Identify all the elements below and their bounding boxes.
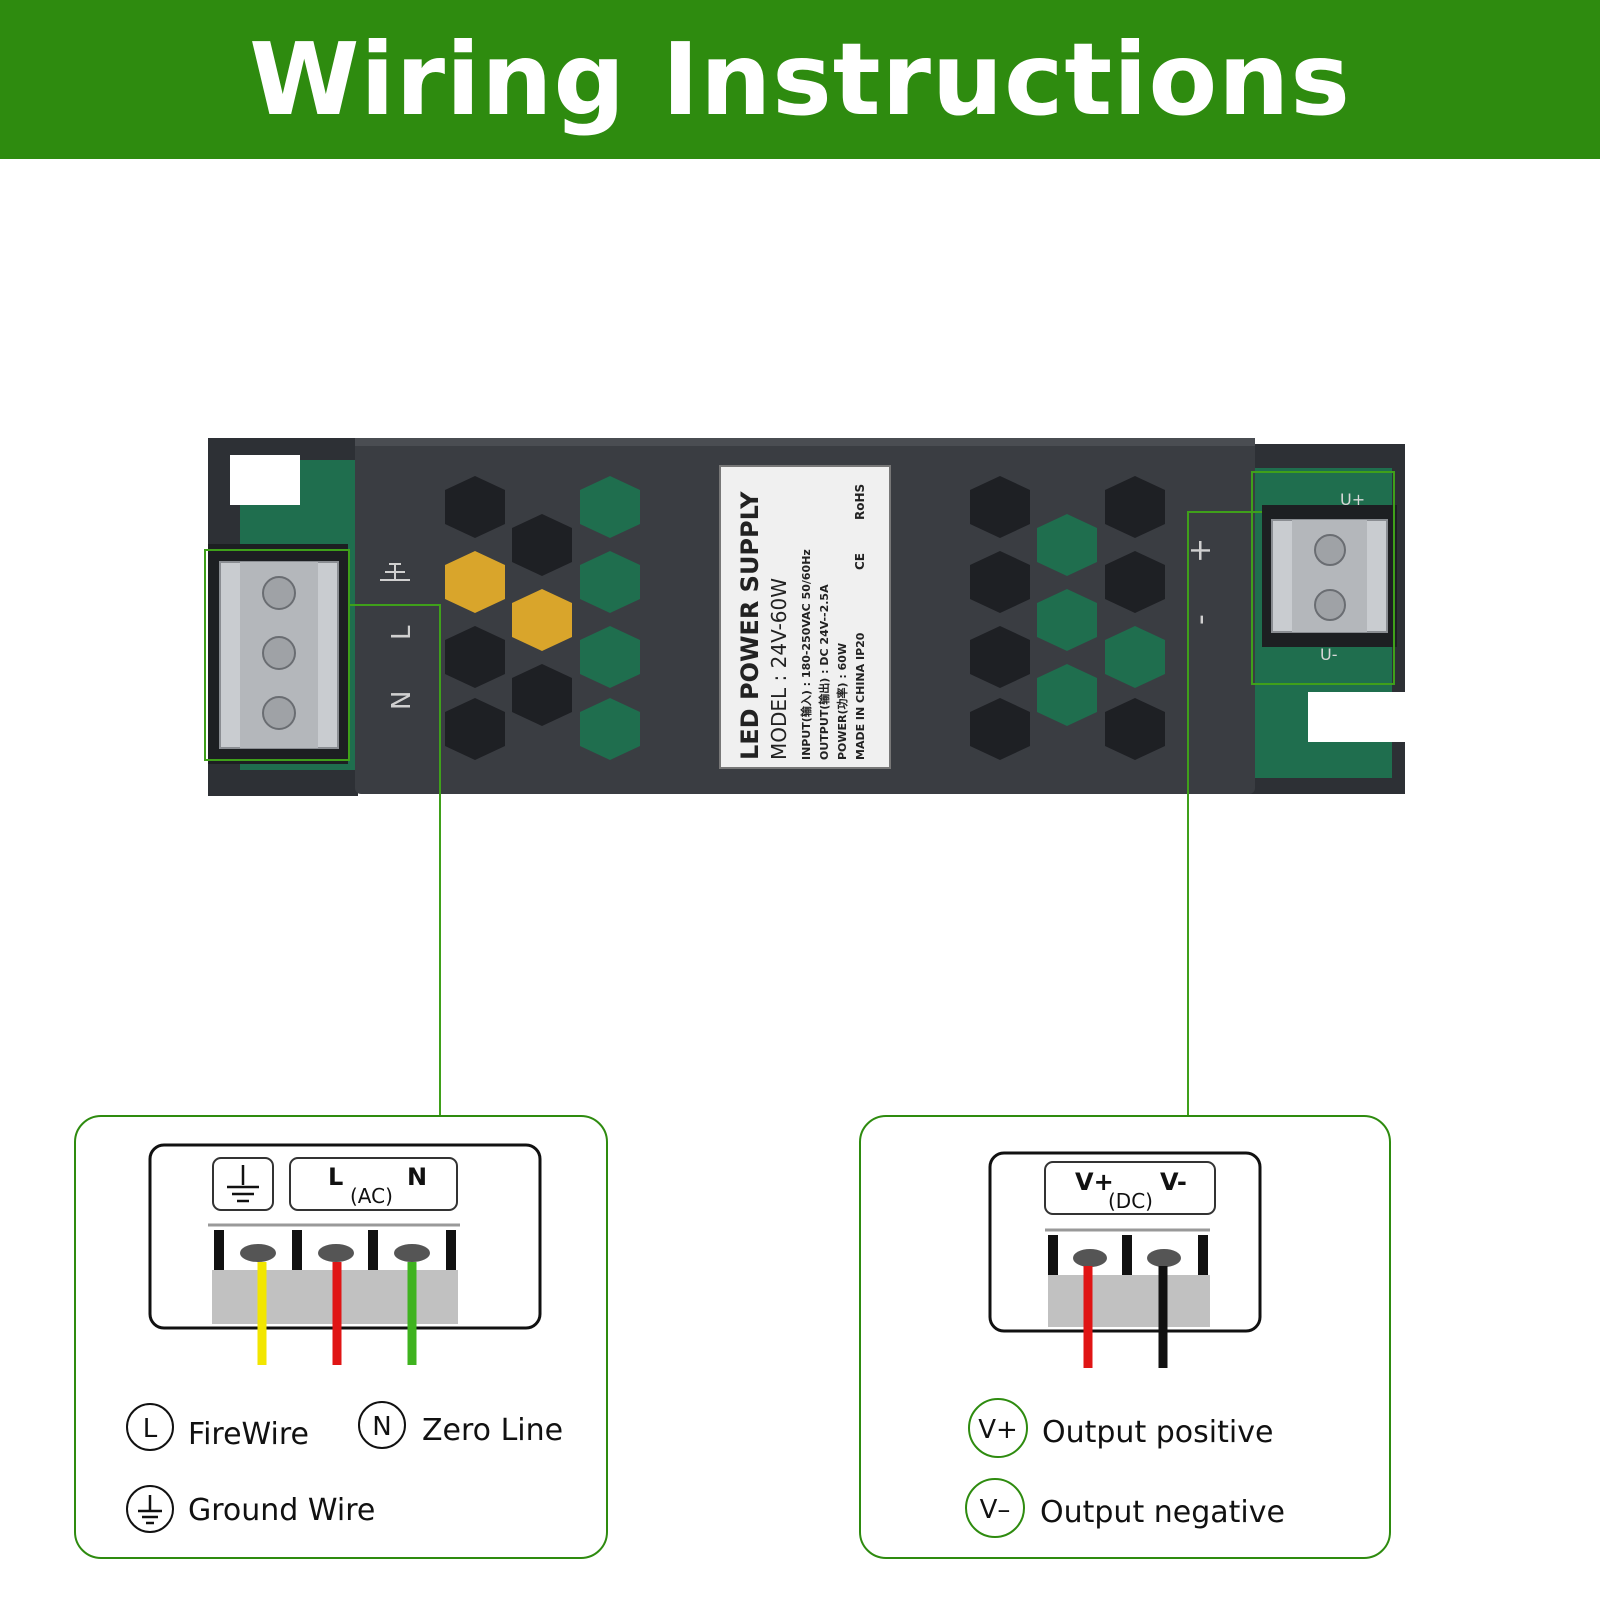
label-line2: MODEL : 24V-60W [767, 578, 791, 760]
legend-vminus-icon [965, 1478, 1025, 1538]
legend-N-text: Zero Line [422, 1413, 563, 1448]
device-mark-N: N [387, 691, 417, 710]
legend-vplus-symbol: V+ [978, 1415, 1018, 1445]
output-wiring-panel: V+ (DC) V- V+ Output positive V– Output … [859, 1115, 1391, 1559]
output-wires [1083, 1266, 1168, 1368]
label-rohs: RoHS [853, 484, 867, 520]
input-term-L: L [328, 1163, 343, 1191]
label-ce: CE [853, 553, 867, 570]
output-leader-line [1187, 511, 1262, 1115]
label-text: LED POWER SUPPLY MODEL : 24V-60W INPUT(输… [736, 484, 867, 760]
legend-vminus-text: Output negative [1040, 1495, 1285, 1530]
input-term-N: N [407, 1163, 427, 1191]
cover-top-edge [355, 438, 1255, 446]
input-terminal-screws [262, 576, 296, 730]
label-line5: POWER(功率) : 60W [835, 643, 849, 760]
legend-vplus-text: Output positive [1042, 1415, 1273, 1450]
legend-ground-text: Ground Wire [188, 1493, 375, 1528]
right-vents [970, 476, 1165, 760]
input-strip-dividers [214, 1230, 456, 1270]
device-left-marks: N L [387, 625, 417, 710]
title-banner: Wiring Instructions [0, 0, 1600, 159]
left-notch [230, 455, 300, 505]
input-leader-line [348, 604, 441, 1115]
input-wires [257, 1262, 417, 1365]
leader-lines [348, 511, 1262, 1115]
legend-L-text: FireWire [188, 1417, 309, 1452]
input-terminal-block [204, 544, 350, 764]
device-mark-minus: - [1183, 614, 1218, 625]
input-ground-icon [227, 1165, 259, 1203]
output-legend: V+ Output positive V– Output negative [965, 1398, 1285, 1538]
pcb-vminus-label: U- [1320, 645, 1337, 664]
output-term-type: (DC) [1108, 1189, 1153, 1213]
right-notch [1308, 692, 1405, 742]
output-strip-screws [1073, 1249, 1181, 1267]
label-line6: MADE IN CHINA IP20 [854, 632, 867, 760]
legend-ground-symbol [138, 1495, 162, 1525]
label-line1: LED POWER SUPPLY [736, 491, 764, 760]
label-line3: INPUT(输入) : 180-250VAC 50/60Hz [799, 549, 813, 760]
power-supply-device: U+ U- [204, 438, 1405, 796]
output-strip-dividers [1048, 1235, 1208, 1275]
output-V-box [1044, 1161, 1216, 1215]
output-term-vplus: V+ [1075, 1168, 1114, 1196]
input-term-type: (AC) [350, 1184, 393, 1208]
page-title: Wiring Instructions [249, 21, 1351, 138]
input-LN-box [289, 1157, 458, 1211]
legend-vminus-symbol: V– [980, 1495, 1011, 1525]
legend-N-icon [358, 1401, 406, 1449]
legend-L-symbol: L [143, 1414, 158, 1444]
label-line4: OUTPUT(输出) : DC 24V--2.5A [817, 584, 831, 760]
output-terminal-block [1251, 471, 1397, 685]
legend-L-icon [126, 1403, 174, 1451]
input-wiring-panel: L (AC) N L FireWire N Z [74, 1115, 608, 1559]
legend-vplus-icon [968, 1398, 1028, 1458]
output-term-vminus: V- [1160, 1168, 1187, 1196]
legend-N-symbol: N [372, 1412, 391, 1442]
device-ground-mark [380, 563, 410, 581]
pcb-vplus-label: U+ [1340, 490, 1365, 509]
input-strip-screws [240, 1244, 430, 1262]
input-legend: L FireWire N Zero Line Ground Wire [126, 1401, 563, 1533]
left-vents [445, 476, 640, 760]
device-mark-L: L [387, 625, 417, 640]
label-plate [719, 465, 891, 769]
